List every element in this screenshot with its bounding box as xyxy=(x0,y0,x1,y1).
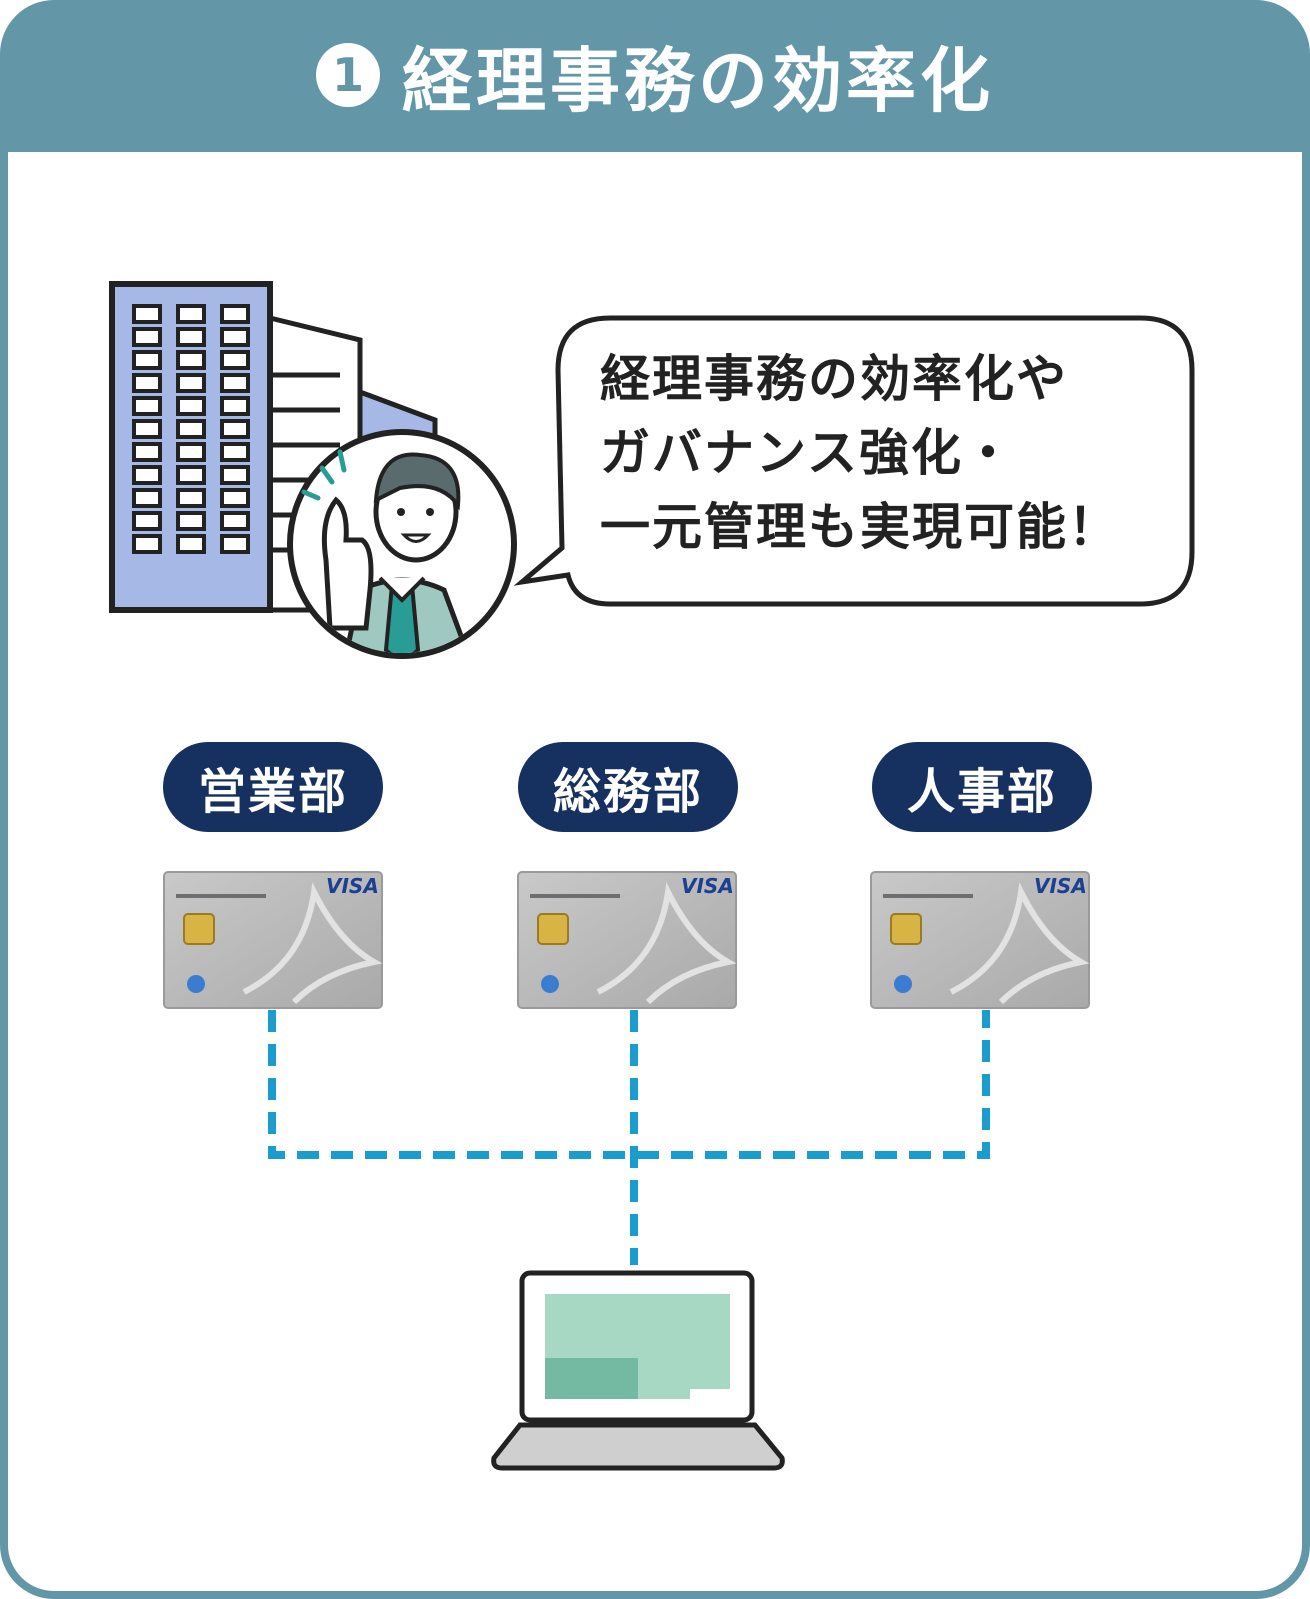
building-window xyxy=(176,511,206,531)
building-window xyxy=(132,488,162,508)
building-window xyxy=(132,465,162,485)
building-window xyxy=(132,511,162,531)
building-window xyxy=(176,350,206,370)
speech-line: 一元管理も実現可能！ xyxy=(600,498,1120,556)
header: 1 経理事務の効率化 xyxy=(0,0,1310,150)
department-label-general-affairs: 総務部 xyxy=(518,742,738,832)
building-window xyxy=(220,327,250,347)
page-title: 経理事務の効率化 xyxy=(402,39,994,122)
building-window xyxy=(220,350,250,370)
building-window xyxy=(220,534,250,554)
card-issuer-logo-icon xyxy=(541,975,559,993)
building-window xyxy=(176,327,206,347)
laptop-icon xyxy=(491,1270,785,1471)
building-window xyxy=(132,419,162,439)
building-window xyxy=(220,465,250,485)
speech-bubble-text: 経理事務の効率化や ガバナンス強化・ 一元管理も実現可能！ xyxy=(600,342,1160,564)
building-window xyxy=(176,373,206,393)
building-window xyxy=(176,534,206,554)
building-window xyxy=(220,396,250,416)
building-window xyxy=(176,419,206,439)
speech-line: ガバナンス強化・ xyxy=(600,424,1015,482)
card-brand-label: VISA xyxy=(326,874,379,898)
building-window xyxy=(220,304,250,324)
businessman-avatar xyxy=(287,429,517,659)
department-label-sales: 営業部 xyxy=(163,742,383,832)
building-window xyxy=(132,373,162,393)
connector-lines xyxy=(268,1010,990,1265)
building-window xyxy=(132,327,162,347)
card-brand-label: VISA xyxy=(681,874,734,898)
building-window xyxy=(220,419,250,439)
credit-card xyxy=(517,871,737,1009)
building-window xyxy=(176,465,206,485)
card-issuer-logo-icon xyxy=(187,975,205,993)
building-window xyxy=(132,396,162,416)
building-window xyxy=(176,304,206,324)
building-window xyxy=(132,534,162,554)
section-number-badge: 1 xyxy=(316,43,380,107)
card-chip-icon xyxy=(890,913,922,945)
speech-bubble xyxy=(513,315,1195,607)
speech-line: 経理事務の効率化や xyxy=(600,350,1068,408)
building-window xyxy=(132,442,162,462)
building-window xyxy=(132,350,162,370)
card-chip-icon xyxy=(183,913,215,945)
card-issuer-logo-icon xyxy=(894,975,912,993)
building-window xyxy=(176,396,206,416)
building-window xyxy=(220,488,250,508)
card-chip-icon xyxy=(537,913,569,945)
building-window xyxy=(220,442,250,462)
building-window xyxy=(176,488,206,508)
credit-card xyxy=(870,871,1090,1009)
building-window xyxy=(176,442,206,462)
building-window xyxy=(220,511,250,531)
card-brand-label: VISA xyxy=(1034,874,1087,898)
credit-card xyxy=(163,871,383,1009)
building-window xyxy=(220,373,250,393)
building-window xyxy=(132,304,162,324)
department-label-hr: 人事部 xyxy=(872,742,1092,832)
